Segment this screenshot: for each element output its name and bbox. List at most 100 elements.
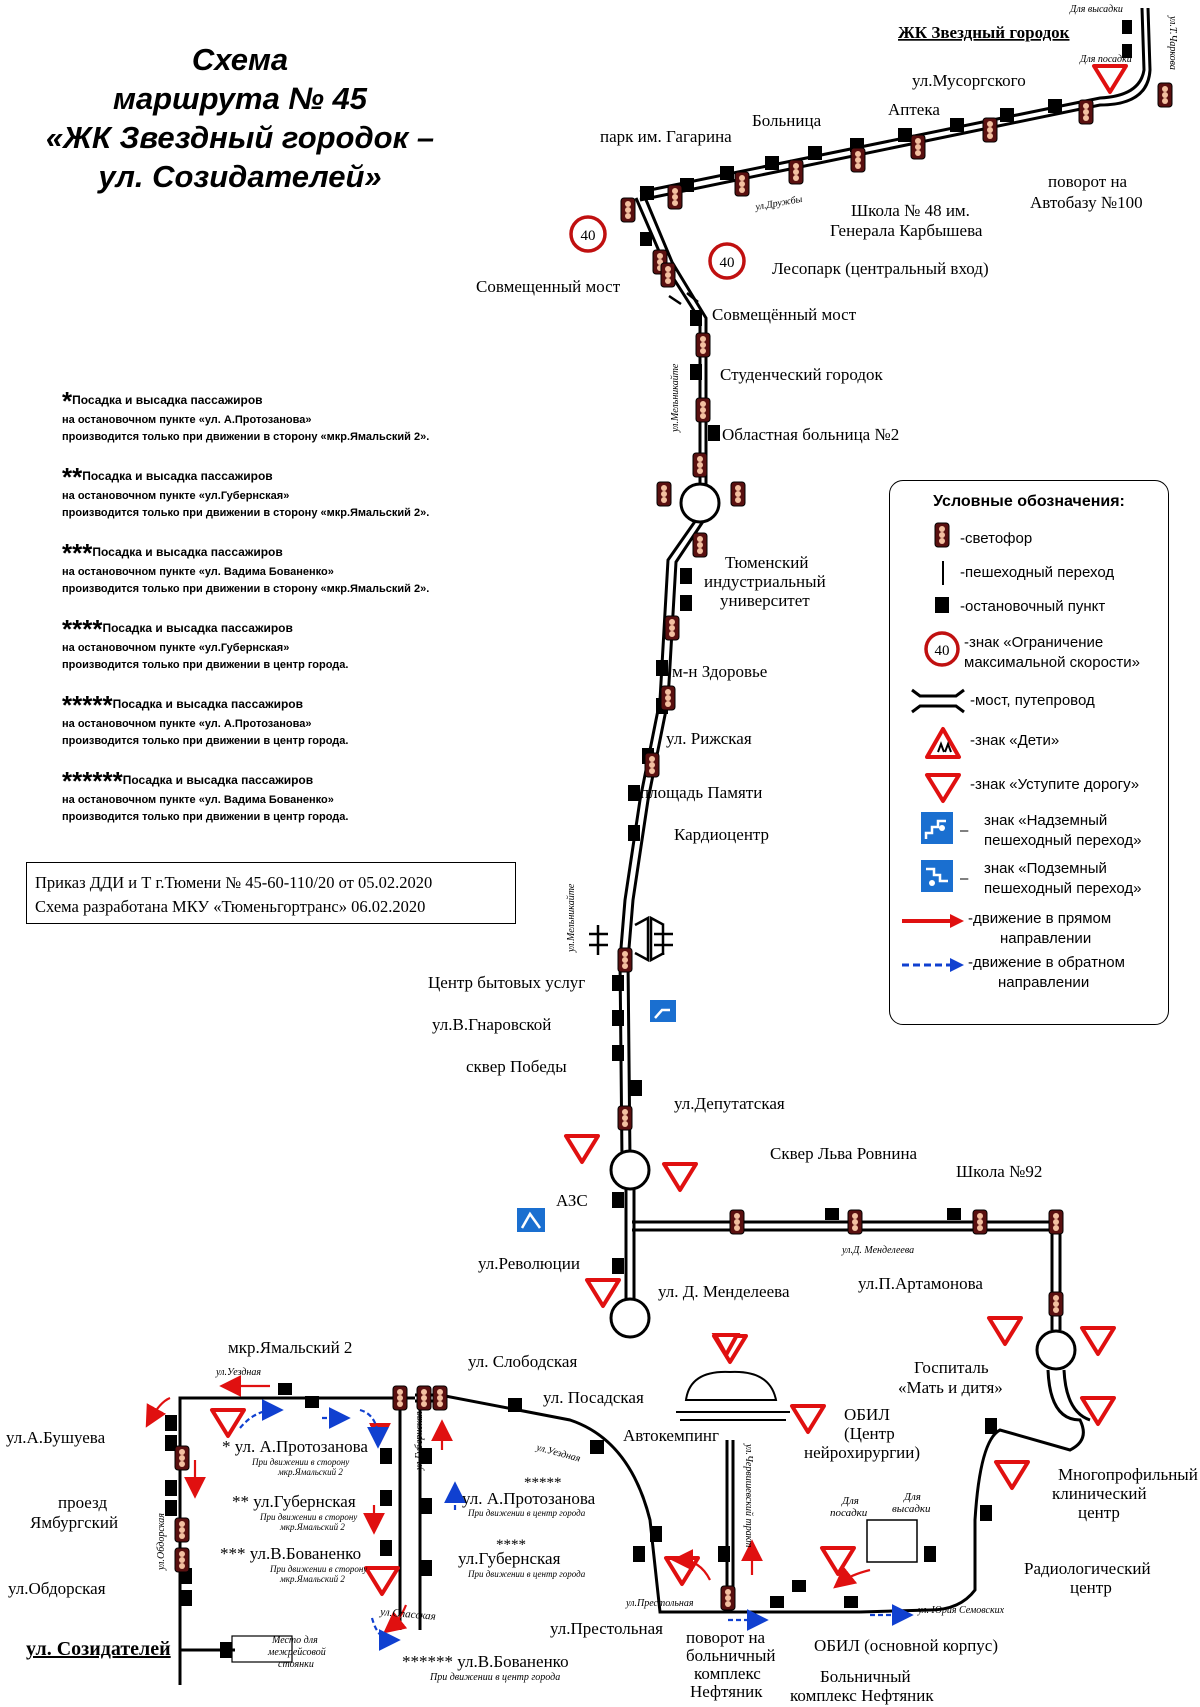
title-line-1: Схема (191, 42, 289, 77)
traffic-light-icon (656, 481, 672, 507)
stop-label: университет (720, 591, 810, 610)
parking-label: межрейсовой (267, 1647, 326, 1658)
stop-label: поворот на (686, 1628, 766, 1647)
note-3: ***Посадка и высадка пассажиров на остан… (62, 540, 542, 598)
traffic-light-icon (617, 1105, 633, 1131)
forward-arrow-icon (902, 914, 964, 928)
stop-marker (656, 660, 668, 676)
stop-note: При движении в сторону (251, 1457, 349, 1467)
stop-note: При движении в центр города (429, 1672, 560, 1683)
street-label: ул.Уездная (215, 1367, 261, 1378)
stop-label: Аптека (888, 100, 940, 119)
speed-limit-icon: 40 (924, 631, 960, 667)
stop-marker (770, 1596, 784, 1608)
yield-sign-icon (994, 1460, 1030, 1490)
stop-label: Областная больница №2 (722, 425, 899, 444)
stop-label: Школа № 48 им. (851, 201, 970, 220)
stop-note: При движении в центр города (467, 1508, 586, 1518)
traffic-light-icon (692, 532, 708, 558)
stop-marker (680, 568, 692, 584)
stop-marker (690, 364, 702, 380)
legend-item: -знак «Уступите дорогу» (970, 776, 1140, 793)
stop-label: клинический (1052, 1484, 1147, 1503)
stops-layer (165, 20, 1132, 1658)
street-label: ул.Престольная (625, 1598, 694, 1609)
stop-label: ул.Обдорская (8, 1579, 106, 1598)
legend-item: пешеходный переход» (984, 880, 1142, 897)
stop-marker (947, 1208, 961, 1220)
legend-item: -пешеходный переход (960, 564, 1115, 581)
stop-marker (1122, 20, 1132, 34)
stop-marker (680, 595, 692, 611)
legend-item: – (960, 822, 969, 839)
stop-note: При движении в центр города (467, 1569, 586, 1579)
stop-label: индустриальный (704, 572, 826, 591)
order-line-2: Схема разработана МКУ «Тюменьгортранс» 0… (35, 897, 426, 916)
stop-label: ул.В.Гнаровской (432, 1015, 551, 1034)
avtokemping-icon (676, 1333, 790, 1421)
traffic-light-icon (174, 1547, 190, 1573)
roundabout (679, 482, 721, 524)
stop-label: Нефтяник (690, 1682, 763, 1701)
note-line: производится только при движении в центр… (62, 811, 349, 823)
street-label: ул.Спасская (379, 1606, 437, 1623)
speed-limit-sign-1: 40 (569, 215, 607, 253)
legend-item: -мост, путепровод (970, 692, 1095, 709)
stop-label: АЗС (556, 1191, 588, 1210)
note-line: на остановочном пункте «ул. А.Протозанов… (62, 414, 312, 426)
stop-label: Совмещённый мост (712, 305, 857, 324)
stop-marker (690, 310, 702, 326)
traffic-light-icon (617, 947, 633, 973)
bridge-icon (911, 688, 965, 714)
stop-label: ** ул.Губернская (232, 1492, 356, 1511)
note-head: Посадка и высадка пассажиров (72, 393, 263, 407)
stop-label: ул.Престольная (550, 1619, 663, 1638)
note-head: Посадка и высадка пассажиров (102, 621, 293, 635)
traffic-light-icon (1048, 1209, 1064, 1235)
legend-item: -знак «Дети» (970, 732, 1060, 749)
title-line-3: «ЖК Звездный городок – (45, 120, 435, 155)
stop-marker (305, 1396, 319, 1408)
street-label: ул.Губернская (414, 1411, 425, 1471)
note-stars: ****** (62, 766, 123, 796)
yield-sign-icon (925, 773, 961, 803)
traffic-light-icon (660, 685, 676, 711)
traffic-light-icon (664, 615, 680, 641)
stop-label: комплекс (694, 1664, 761, 1683)
stop-marker (630, 1080, 642, 1096)
stop-icon (935, 597, 949, 613)
note-head: Посадка и высадка пассажиров (92, 545, 283, 559)
stop-marker (718, 1546, 730, 1562)
speed-value: 40 (720, 255, 735, 271)
note-6: ******Посадка и высадка пассажиров на ос… (62, 768, 542, 826)
backward-arrow-icon (902, 958, 964, 972)
stop-label: (Центр (844, 1424, 895, 1443)
stop-label: мкр.Ямальский 2 (228, 1338, 352, 1357)
stop-note: мкр.Ямальский 2 (279, 1522, 345, 1532)
stop-marker (590, 1440, 604, 1454)
stop-marker (980, 1505, 992, 1521)
street-label: ул.Червишевский тракт (743, 1443, 754, 1548)
stop-marker (950, 118, 964, 132)
direction-arrows (145, 1375, 914, 1651)
stop-label: Госпиталь (914, 1358, 989, 1377)
overpass-sign-icon (650, 1000, 676, 1022)
yield-sign-icon (1092, 64, 1128, 94)
stop-label: Студенческий городок (720, 365, 884, 384)
traffic-light-icon (1078, 99, 1094, 125)
stop-note: При движении в сторону (269, 1564, 367, 1574)
stop-label: Ямбургский (30, 1513, 118, 1532)
street-label: ул.Уездная (534, 1442, 582, 1465)
note-line: на остановочном пункте «ул. А.Протозанов… (62, 718, 312, 730)
stop-label: ул. Рижская (666, 729, 752, 748)
overpass-sign-icon (921, 812, 953, 844)
stop-marker (612, 1010, 624, 1026)
stop-label: *** ул.В.Бованенко (220, 1544, 361, 1563)
note-2: **Посадка и высадка пассажиров на остано… (62, 464, 542, 522)
note-5: *****Посадка и высадка пассажиров на ост… (62, 692, 542, 750)
roundabout (609, 1149, 651, 1191)
stop-label: Для (903, 1491, 921, 1503)
stop-marker (898, 128, 912, 142)
stop-label: поворот на (1048, 172, 1128, 191)
